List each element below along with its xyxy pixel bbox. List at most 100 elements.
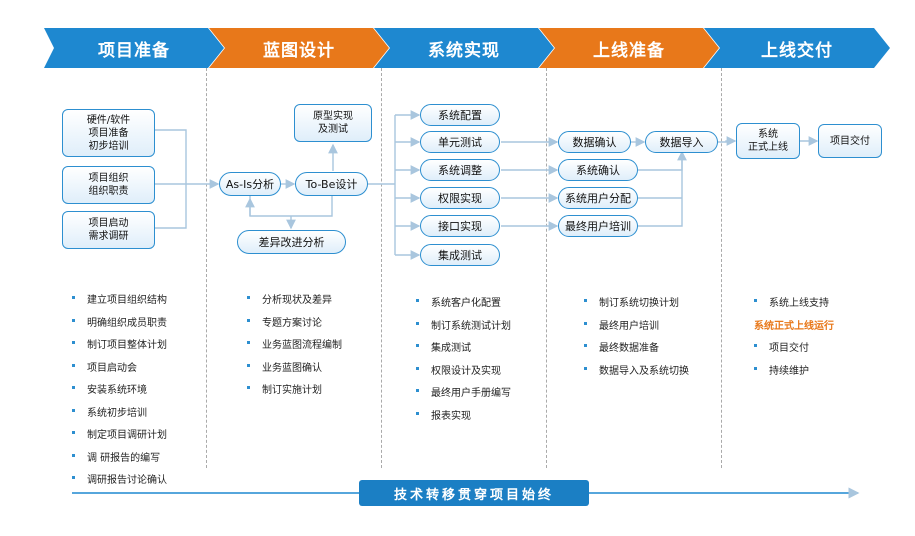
list-item: 系统上线支持 [754, 294, 894, 317]
bullet-icon [72, 476, 75, 479]
box-data-confirm: 数据确认 [558, 131, 631, 153]
box-kickoff-research: 项目启动 需求调研 [62, 211, 155, 249]
list-item: 持续维护 [754, 362, 894, 385]
phase-label: 项目准备 [98, 40, 170, 61]
phase-label: 上线准备 [593, 40, 665, 61]
bullet-icon [72, 453, 75, 457]
bullet-icon [72, 386, 75, 389]
list-item: 项目启动会 [72, 359, 202, 382]
phase-divider [546, 68, 547, 468]
bullet-icon [247, 386, 250, 389]
list-item-text: 分析现状及差异 [262, 295, 332, 306]
connector [638, 152, 683, 171]
list-item-text: 业务蓝图流程编制 [262, 340, 342, 351]
bullet-icon [754, 344, 757, 347]
list-item: 调 研报告的编写 [72, 449, 202, 472]
list-item: 分析现状及差异 [247, 291, 377, 314]
box-data-import: 数据导入 [645, 131, 718, 153]
list-project-prep: 建立项目组织结构明确组织成员职责制订项目整体计划项目启动会安装系统环境系统初步培… [72, 291, 202, 494]
list-item-text: 系统客户化配置 [431, 298, 501, 309]
list-item: 业务蓝图流程编制 [247, 336, 377, 359]
list-item-text: 制订实施计划 [262, 385, 322, 396]
bullet-icon [247, 318, 250, 322]
bullet-icon [584, 321, 587, 325]
box-system-config: 系统配置 [420, 104, 500, 126]
phase-blueprint-design: 蓝图设计 [209, 28, 389, 68]
bullet-icon [72, 408, 75, 412]
bullet-icon [416, 366, 419, 370]
list-item-text: 项目启动会 [87, 362, 137, 374]
bullet-icon [247, 341, 250, 344]
box-system-confirm: 系统确认 [558, 159, 638, 181]
list-item: 安装系统环境 [72, 381, 202, 404]
list-item-text: 调 研报告的编写 [87, 452, 161, 464]
bullet-icon [72, 318, 75, 322]
bullet-icon [584, 299, 587, 302]
list-item-text: 最终用户手册编写 [431, 388, 511, 399]
list-item-text: 制订系统切换计划 [599, 298, 679, 309]
list-item-text: 报表实现 [431, 410, 471, 422]
bullet-icon [72, 431, 75, 434]
list-item: 系统客户化配置 [416, 294, 546, 317]
technology-transfer-banner: 技术转移贯穿项目始终 [359, 480, 589, 506]
list-item: 制订系统切换计划 [584, 294, 714, 317]
phase-label: 蓝图设计 [263, 40, 335, 61]
phase-golive-delivery: 上线交付 [704, 28, 890, 68]
box-interface: 接口实现 [420, 215, 500, 237]
list-item: 数据导入及系统切换 [584, 362, 714, 385]
list-item: 集成测试 [416, 339, 546, 362]
list-item: 制订实施计划 [247, 381, 377, 404]
list-item: 项目交付 [754, 339, 894, 362]
phase-label: 上线交付 [761, 40, 833, 61]
phase-divider [721, 68, 722, 468]
box-permission: 权限实现 [420, 187, 500, 209]
list-system-implementation: 系统客户化配置制订系统测试计划集成测试权限设计及实现最终用户手册编写报表实现 [416, 294, 546, 429]
phase-golive-prep: 上线准备 [539, 28, 719, 68]
list-item-text: 最终用户培训 [599, 320, 659, 332]
bullet-icon [416, 321, 419, 325]
box-user-assignment: 系统用户分配 [558, 187, 638, 209]
list-item-text: 制定项目调研计划 [87, 430, 167, 441]
list-item: 调研报告讨论确认 [72, 471, 202, 494]
list-item-text: 业务蓝图确认 [262, 362, 322, 374]
list-item: 最终用户手册编写 [416, 384, 546, 407]
bullet-icon [584, 366, 587, 370]
list-item-text: 制订系统测试计划 [431, 320, 511, 332]
list-item: 权限设计及实现 [416, 362, 546, 385]
list-item: 明确组织成员职责 [72, 314, 202, 337]
banner-text: 技术转移贯穿项目始终 [393, 487, 554, 503]
list-item-text: 系统初步培训 [87, 407, 147, 419]
connector [638, 150, 687, 227]
list-golive-delivery: 系统上线支持系统正式上线运行项目交付持续维护 [754, 294, 894, 384]
box-gap-analysis: 差异改进分析 [237, 230, 346, 254]
connector [718, 136, 737, 146]
bullet-icon [247, 363, 250, 367]
box-project-delivery: 项目交付 [818, 124, 882, 158]
list-item-text: 专题方案讨论 [262, 317, 322, 329]
bullet-icon [754, 366, 757, 370]
list-item-text: 项目交付 [769, 343, 809, 354]
box-final-user-training: 最终用户培训 [558, 215, 638, 237]
box-prototype-test: 原型实现 及测试 [294, 104, 372, 142]
list-golive-prep: 制订系统切换计划最终用户培训最终数据准备数据导入及系统切换 [584, 294, 714, 384]
box-hardware-software-prep: 硬件/软件 项目准备 初步培训 [62, 109, 155, 157]
box-system-adjust: 系统调整 [420, 159, 500, 181]
box-official-golive: 系统 正式上线 [736, 123, 800, 159]
list-item-text: 明确组织成员职责 [87, 317, 167, 329]
list-item: 报表实现 [416, 407, 546, 430]
list-item: 最终用户培训 [584, 317, 714, 340]
list-item: 制订系统测试计划 [416, 317, 546, 340]
list-item: 制定项目调研计划 [72, 426, 202, 449]
list-item-text: 最终数据准备 [599, 343, 659, 354]
list-item: 建立项目组织结构 [72, 291, 202, 314]
list-blueprint-design: 分析现状及差异专题方案讨论业务蓝图流程编制业务蓝图确认制订实施计划 [247, 291, 377, 404]
box-as-is-analysis: As-Is分析 [219, 172, 281, 196]
list-item-text: 持续维护 [769, 365, 809, 377]
list-item: 专题方案讨论 [247, 314, 377, 337]
list-item-text: 制订项目整体计划 [87, 340, 167, 351]
bullet-icon [754, 299, 757, 302]
list-item-text: 安装系统环境 [87, 385, 147, 396]
list-item-text: 系统正式上线运行 [754, 320, 834, 332]
bullet-icon [416, 299, 419, 302]
